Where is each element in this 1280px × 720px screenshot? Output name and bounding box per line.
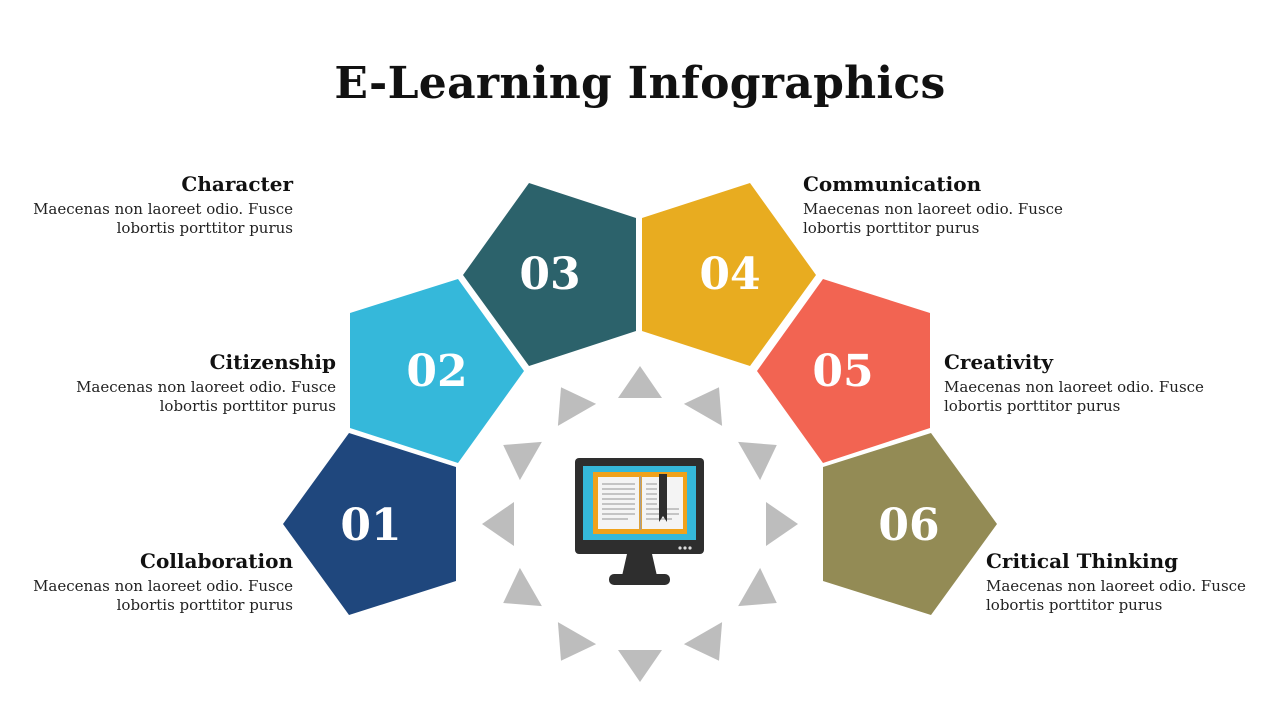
ring-arrow-icon	[618, 650, 662, 682]
step-02-description: Maecenas non laoreet odio. Fusce loborti…	[76, 378, 336, 415]
step-03-number: 03	[519, 249, 580, 300]
step-04-number: 04	[699, 249, 760, 300]
step-01-label: Collaboration Maecenas non laoreet odio.…	[0, 548, 293, 615]
step-05-label: Creativity Maecenas non laoreet odio. Fu…	[944, 349, 1264, 416]
step-02-pentagon: 02	[350, 279, 524, 463]
step-03-pentagon: 03	[463, 183, 636, 366]
step-03-description: Maecenas non laoreet odio. Fusce loborti…	[33, 200, 293, 237]
step-04-description: Maecenas non laoreet odio. Fusce loborti…	[803, 200, 1063, 237]
page-title: E-Learning Infographics	[334, 58, 946, 109]
ring-arrow-icon	[738, 567, 777, 607]
step-04-heading: Communication	[803, 172, 982, 196]
step-01-description: Maecenas non laoreet odio. Fusce loborti…	[33, 577, 293, 614]
step-05-description: Maecenas non laoreet odio. Fusce loborti…	[944, 378, 1204, 415]
step-06-pentagon: 06	[823, 433, 997, 615]
ring-arrow-icon	[683, 387, 723, 426]
step-04-label: Communication Maecenas non laoreet odio.…	[803, 171, 1123, 238]
step-01-number: 01	[340, 500, 401, 551]
ring-arrow-icon	[503, 441, 542, 481]
ring-arrow-icon	[766, 502, 798, 546]
ring-arrow-icon	[683, 622, 723, 661]
step-01-pentagon: 01	[283, 433, 456, 615]
step-06-number: 06	[878, 500, 939, 551]
step-06-heading: Critical Thinking	[986, 549, 1179, 573]
ring-arrow-icon	[482, 502, 514, 546]
step-03-heading: Character	[181, 172, 293, 196]
arrow-ring	[482, 366, 798, 682]
step-06-label: Critical Thinking Maecenas non laoreet o…	[986, 548, 1280, 615]
ring-arrow-icon	[557, 622, 597, 661]
step-01-heading: Collaboration	[140, 549, 293, 573]
step-03-label: Character Maecenas non laoreet odio. Fus…	[0, 171, 293, 238]
ring-arrow-icon	[738, 441, 777, 481]
ring-arrow-icon	[503, 567, 542, 607]
step-05-pentagon: 05	[757, 279, 930, 463]
monitor-book-icon	[575, 458, 704, 585]
step-05-heading: Creativity	[944, 350, 1054, 374]
step-02-label: Citizenship Maecenas non laoreet odio. F…	[16, 349, 336, 416]
ring-arrow-icon	[618, 366, 662, 398]
step-06-description: Maecenas non laoreet odio. Fusce loborti…	[986, 577, 1246, 614]
step-05-number: 05	[812, 346, 873, 397]
step-04-pentagon: 04	[642, 183, 816, 366]
step-02-heading: Citizenship	[209, 350, 336, 374]
ring-arrow-icon	[557, 387, 597, 426]
step-02-number: 02	[406, 346, 467, 397]
